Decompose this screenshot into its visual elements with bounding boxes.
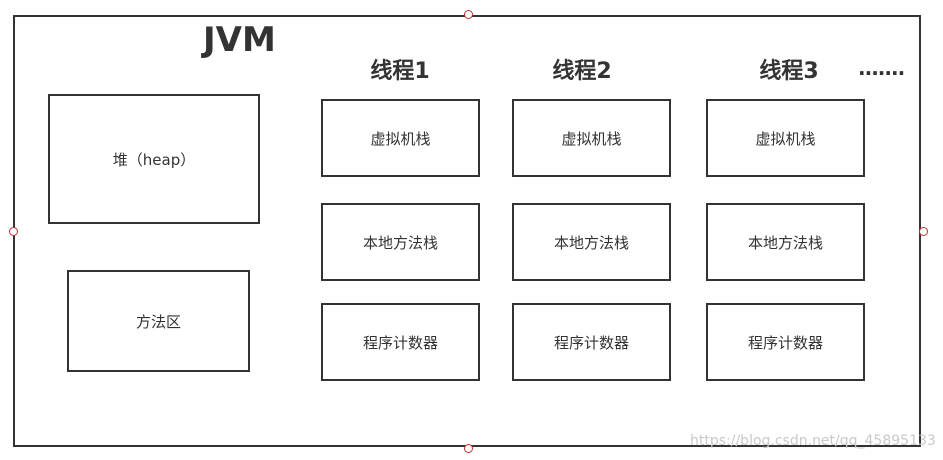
thread-2-vm-stack-box[interactable]: 虚拟机栈 xyxy=(512,99,671,177)
thread-1-pc-register-box[interactable]: 程序计数器 xyxy=(321,303,480,381)
thread-1-native-stack-box[interactable]: 本地方法栈 xyxy=(321,203,480,281)
thread-1-vm-stack-box[interactable]: 虚拟机栈 xyxy=(321,99,480,177)
thread-3-title: 线程3 xyxy=(759,59,819,84)
resize-handle-top[interactable] xyxy=(464,10,473,19)
thread-3-native-stack-box[interactable]: 本地方法栈 xyxy=(706,203,865,281)
thread-1-title: 线程1 xyxy=(370,59,430,84)
thread-2-pc-register-box[interactable]: 程序计数器 xyxy=(512,303,671,381)
heap-box[interactable]: 堆（heap） xyxy=(48,94,260,224)
csdn-watermark: https://blog.csdn.net/qq_45895133 xyxy=(690,433,936,449)
thread-3-vm-stack-box[interactable]: 虚拟机栈 xyxy=(706,99,865,177)
thread-3-pc-register-box[interactable]: 程序计数器 xyxy=(706,303,865,381)
resize-handle-bottom[interactable] xyxy=(464,444,473,453)
method-area-box[interactable]: 方法区 xyxy=(67,270,250,372)
resize-handle-right[interactable] xyxy=(919,227,928,236)
resize-handle-left[interactable] xyxy=(9,227,18,236)
thread-2-title: 线程2 xyxy=(552,59,612,84)
thread-2-native-stack-box[interactable]: 本地方法栈 xyxy=(512,203,671,281)
jvm-title: JVM xyxy=(203,20,276,60)
more-threads-ellipsis: ······· xyxy=(858,61,905,85)
